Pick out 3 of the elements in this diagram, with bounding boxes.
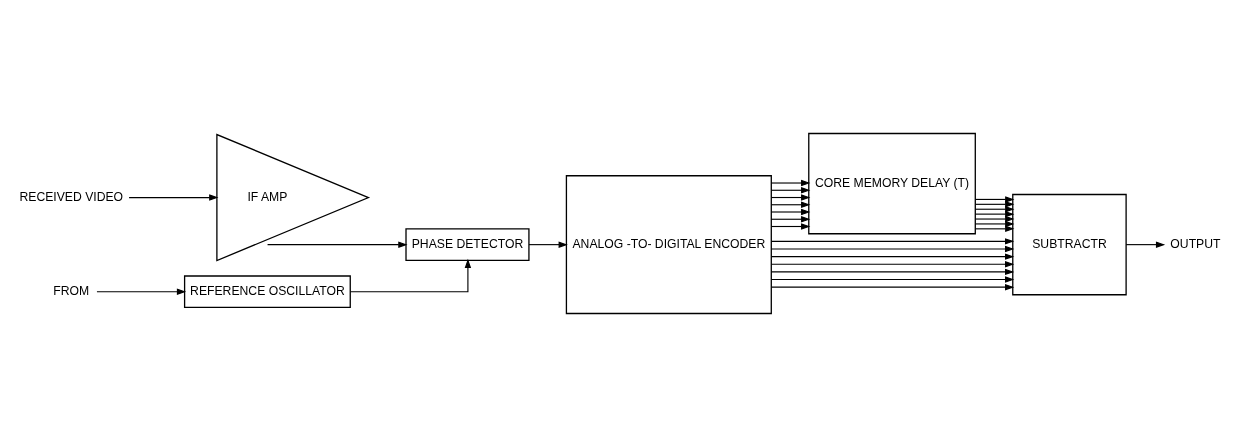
node-text: FROM xyxy=(53,283,90,298)
node-text: RECEIVED VIDEO xyxy=(19,189,124,204)
node-text: OUTPUT xyxy=(1170,236,1221,251)
